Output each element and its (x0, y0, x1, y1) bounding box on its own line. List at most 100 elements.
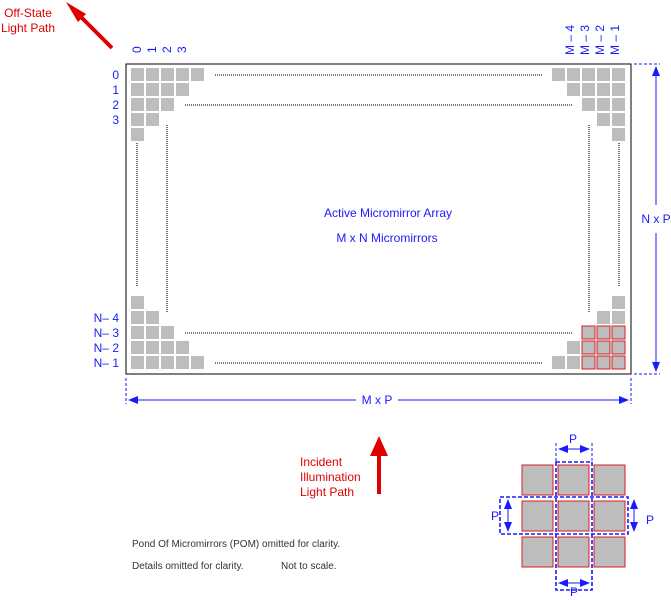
micromirror (191, 68, 204, 81)
column-labels-left: 0 1 2 3 (130, 46, 189, 53)
micromirror (597, 113, 610, 126)
micromirror (582, 68, 595, 81)
micromirror (146, 311, 159, 324)
incident-label-line-2: Illumination (300, 470, 361, 484)
width-dimension (125, 378, 632, 404)
pitch-label-left: P (491, 509, 499, 523)
width-dimension-label: M x P (362, 393, 393, 407)
micromirror (612, 113, 625, 126)
micromirror (131, 98, 144, 111)
row-label: 2 (112, 98, 119, 112)
detail-micromirror (557, 536, 590, 568)
row-labels-bottom: N– 4 N– 3 N– 2 N– 1 (94, 311, 120, 370)
row-label: N– 1 (94, 356, 120, 370)
row-label: N– 2 (94, 341, 120, 355)
micromirror (131, 83, 144, 96)
detail-micromirror (521, 536, 554, 568)
micromirror (176, 83, 189, 96)
micromirror (612, 296, 625, 309)
off-state-arrow (66, 2, 114, 50)
micromirror (581, 355, 596, 370)
micromirror (146, 98, 159, 111)
row-label: 1 (112, 83, 119, 97)
off-state-label-line-2: Light Path (1, 21, 55, 35)
incident-label-line-1: Incident (300, 455, 343, 469)
pitch-label-right: P (646, 513, 654, 527)
detail-micromirror (593, 500, 626, 532)
micromirror (146, 113, 159, 126)
micromirror (582, 83, 595, 96)
micromirror (612, 128, 625, 141)
micromirror (131, 341, 144, 354)
note-scale: Not to scale. (281, 561, 337, 572)
micromirror (567, 68, 580, 81)
column-label: 3 (175, 46, 189, 53)
column-label: M – 4 (563, 25, 577, 55)
micromirror (131, 113, 144, 126)
height-dimension (634, 63, 660, 375)
micromirror (176, 68, 189, 81)
micromirror (146, 341, 159, 354)
micromirror (161, 341, 174, 354)
row-label: 3 (112, 113, 119, 127)
array-title: Active Micromirror Array (324, 206, 452, 220)
micromirror (146, 83, 159, 96)
pitch-label-bottom: P (570, 585, 578, 599)
detail-micromirror (593, 536, 626, 568)
micromirror (161, 326, 174, 339)
column-label: 0 (130, 46, 144, 53)
column-labels-right: M – 4 M – 3 M – 2 M – 1 (563, 25, 622, 55)
micromirror (581, 325, 596, 340)
micromirror (176, 341, 189, 354)
pitch-dimension-arrows (504, 443, 638, 587)
incident-light-arrow (370, 436, 388, 494)
micromirror (131, 296, 144, 309)
micromirror (611, 340, 626, 355)
detail-micromirror (557, 464, 590, 496)
micromirror (131, 311, 144, 324)
row-labels-top: 0 1 2 3 (112, 68, 119, 127)
micromirror (597, 83, 610, 96)
array-size-label: M x N Micromirrors (336, 231, 437, 245)
micromirror (611, 355, 626, 370)
micromirror (611, 325, 626, 340)
row-label: N– 3 (94, 326, 120, 340)
pitch-label-top: P (569, 432, 577, 446)
column-label: 2 (160, 46, 174, 53)
micromirror (612, 311, 625, 324)
micromirror (582, 98, 595, 111)
micromirror-grid (131, 68, 626, 370)
column-label: M – 2 (593, 25, 607, 55)
micromirror (191, 356, 204, 369)
micromirror (612, 98, 625, 111)
column-label: M – 3 (578, 25, 592, 55)
ellipsis-lines (136, 74, 620, 364)
micromirror (131, 356, 144, 369)
micromirror (161, 98, 174, 111)
detail-micromirror (521, 464, 554, 496)
micromirror (567, 356, 580, 369)
micromirror (596, 355, 611, 370)
micromirror (131, 326, 144, 339)
micromirror (161, 83, 174, 96)
micromirror (146, 356, 159, 369)
micromirror (597, 68, 610, 81)
column-label: M – 1 (608, 25, 622, 55)
column-label: 1 (145, 46, 159, 53)
pitch-detail (521, 464, 626, 568)
micromirror (146, 326, 159, 339)
micromirror (596, 340, 611, 355)
micromirror (146, 68, 159, 81)
micromirror (596, 325, 611, 340)
detail-micromirror (557, 500, 590, 532)
array-frame (125, 63, 632, 375)
micromirror (597, 98, 610, 111)
incident-label-line-3: Light Path (300, 485, 354, 499)
micromirror (161, 68, 174, 81)
row-label: N– 4 (94, 311, 120, 325)
micromirror (597, 311, 610, 324)
detail-micromirror (521, 500, 554, 532)
micromirror (581, 340, 596, 355)
detail-micromirror (593, 464, 626, 496)
